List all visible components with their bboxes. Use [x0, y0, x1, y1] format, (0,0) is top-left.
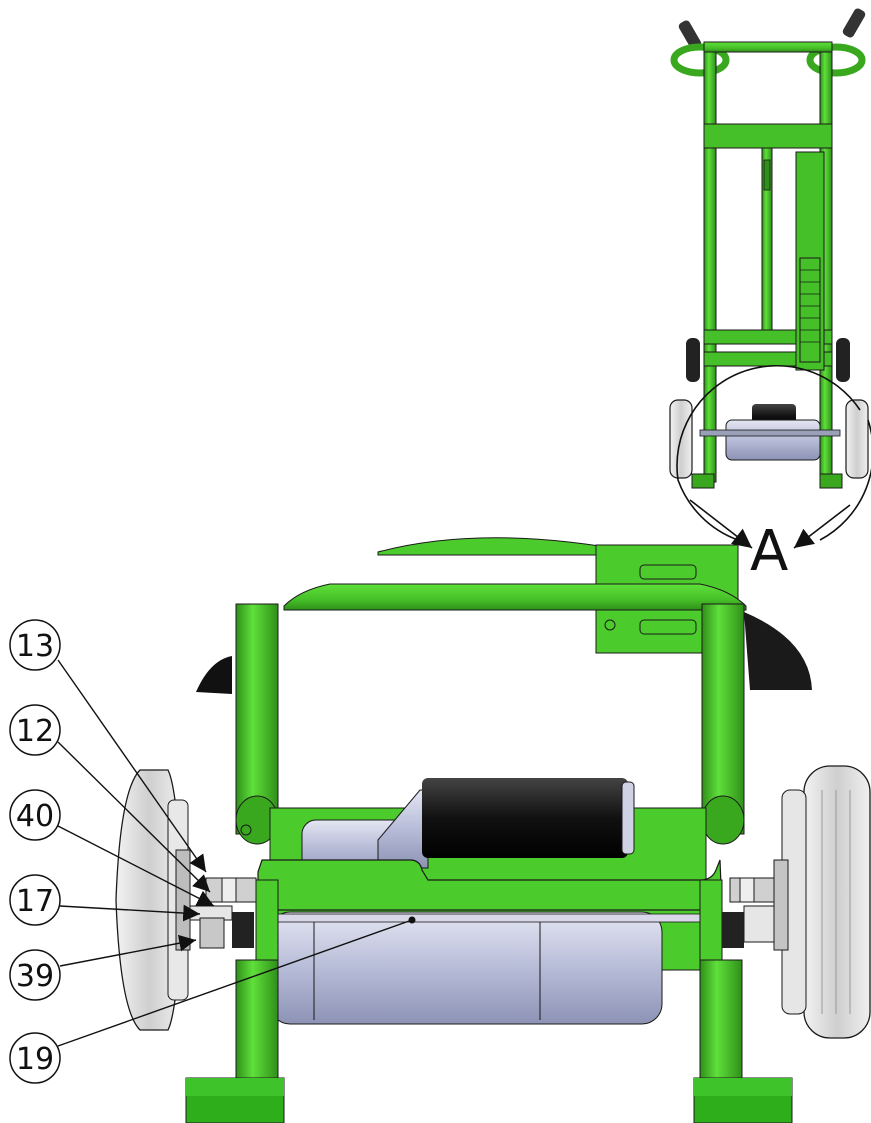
overview-rail-left [703, 41, 717, 483]
callout-39: 39 [9, 934, 197, 1001]
view-arrow-right [793, 504, 851, 549]
callout-12: 12 [9, 704, 211, 893]
overview-handle-left [670, 20, 730, 77]
leader-line-40 [57, 825, 215, 907]
hub-hardware-right [729, 877, 787, 943]
leg-right [699, 959, 743, 1091]
overview-motor-gray [725, 419, 821, 461]
overview-center-pole [761, 147, 773, 331]
motor-main-body [269, 911, 663, 1025]
svg-text:40: 40 [16, 799, 54, 834]
leg-left [235, 959, 279, 1091]
svg-text:19: 19 [16, 1042, 54, 1077]
overview-view: A [669, 8, 871, 584]
wheel-left [115, 769, 191, 1031]
svg-text:39: 39 [16, 959, 54, 994]
motor-black-cap [422, 778, 628, 858]
callout-13: 13 [9, 619, 207, 873]
detail-circle [676, 364, 871, 541]
svg-text:13: 13 [16, 629, 54, 664]
leader-line-39 [59, 934, 197, 967]
overview-caster-right [836, 338, 850, 382]
motor-assembly [269, 778, 663, 1025]
overview-handle-right [806, 8, 866, 77]
leader-line-17 [59, 904, 201, 922]
callout-17: 17 [9, 874, 201, 926]
overview-crossbar [703, 123, 833, 149]
detail-view-a [115, 537, 871, 1123]
caster-wheel-right [744, 612, 812, 690]
leader-line-12 [57, 741, 211, 893]
leader-line-19 [57, 919, 413, 1047]
overview-control-box [795, 151, 825, 371]
view-label: A [750, 519, 788, 584]
upper-crossbar [283, 583, 747, 611]
axle-rod [269, 913, 701, 923]
callout-40: 40 [9, 789, 215, 907]
wheel-right [773, 765, 871, 1039]
overview-foot-right [819, 473, 843, 489]
overview-foot-left [691, 473, 715, 489]
svg-text:12: 12 [16, 714, 54, 749]
overview-caster-left [686, 338, 700, 382]
caster-wheel-left [196, 656, 232, 694]
svg-text:17: 17 [16, 884, 54, 919]
callout-19: 19 [9, 916, 416, 1084]
view-arrow-left [689, 499, 753, 549]
overview-wheel-right [845, 399, 869, 479]
leader-line-13 [57, 659, 207, 873]
